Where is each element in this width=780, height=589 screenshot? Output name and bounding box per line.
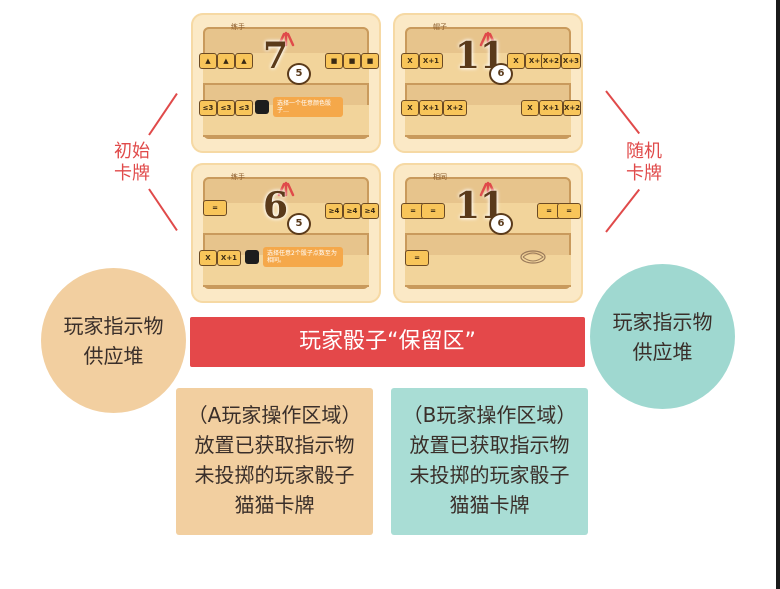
paw-icon <box>277 181 295 197</box>
card-chip: ≥4 <box>361 203 379 219</box>
wire-icon <box>520 250 546 264</box>
dice-icon <box>245 250 259 264</box>
card-score: 7 <box>263 35 289 77</box>
card-chip: X+3 <box>561 53 581 69</box>
card-chip: ■ <box>343 53 361 69</box>
player-a-area: （A玩家操作区域） 放置已获取指示物 未投掷的玩家骰子 猫猫卡牌 <box>176 388 373 535</box>
card-points-badge: 6 <box>489 63 513 85</box>
card-description: 选择任意2个骰子点数至为相同。 <box>263 247 343 267</box>
paw-icon <box>479 31 497 47</box>
card-chip: ≤3 <box>199 100 217 116</box>
connector-line <box>148 92 178 136</box>
card-chip: X <box>199 250 217 266</box>
card-chip: X <box>401 53 419 69</box>
card-top-right: 帽子 11 6 X X+1 X X+1 X+2 X+3 X X+1 X+2 X … <box>393 13 583 153</box>
card-chip: X+1 <box>419 53 443 69</box>
card-title: 练手 <box>231 23 245 31</box>
card-chip: ■ <box>361 53 379 69</box>
card-points-badge: 5 <box>287 63 311 85</box>
card-title: 练手 <box>231 173 245 181</box>
card-chip: ≤3 <box>235 100 253 116</box>
dice-icon <box>255 100 269 114</box>
card-chip: ▲ <box>235 53 253 69</box>
card-title: 相同 <box>433 173 447 181</box>
card-title: 帽子 <box>433 23 447 31</box>
card-chip: = <box>405 250 429 266</box>
card-chip: = <box>203 200 227 216</box>
card-chip: = <box>421 203 445 219</box>
card-chip: ≤3 <box>217 100 235 116</box>
initial-cards-label: 初始 卡牌 <box>114 141 150 184</box>
card-chip: X <box>521 100 539 116</box>
card-chip: ▲ <box>199 53 217 69</box>
token-supply-right: 玩家指示物 供应堆 <box>590 264 735 409</box>
card-chip: X+1 <box>539 100 563 116</box>
card-points-badge: 5 <box>287 213 311 235</box>
card-chip: X <box>401 100 419 116</box>
card-bottom-left: 练手 6 5 = ≥4 ≥4 ≥4 X X+1 选择任意2个骰子点数至为相同。 <box>191 163 381 303</box>
connector-line <box>148 188 178 232</box>
right-border <box>776 0 780 589</box>
dice-reserve-zone: 玩家骰子“保留区” <box>190 317 585 367</box>
card-points-badge: 6 <box>489 213 513 235</box>
card-chip: X+2 <box>563 100 581 116</box>
player-b-area: （B玩家操作区域） 放置已获取指示物 未投掷的玩家骰子 猫猫卡牌 <box>391 388 588 535</box>
card-score: 6 <box>263 185 289 227</box>
card-bottom-right: 相同 11 6 = = = = = <box>393 163 583 303</box>
card-chip: X+1 <box>217 250 241 266</box>
card-chip: X <box>507 53 525 69</box>
token-supply-left: 玩家指示物 供应堆 <box>41 268 186 413</box>
connector-line <box>605 188 641 233</box>
card-chip: ■ <box>325 53 343 69</box>
card-chip: X+2 <box>443 100 467 116</box>
card-chip: ≥4 <box>343 203 361 219</box>
paw-icon <box>479 181 497 197</box>
connector-line <box>605 90 641 135</box>
card-top-left: 练手 7 5 ▲ ▲ ▲ ■ ■ ■ ≤3 ≤3 ≤3 选择一个任意颜色骰子… <box>191 13 381 153</box>
card-chip: ▲ <box>217 53 235 69</box>
random-cards-label: 随机 卡牌 <box>626 141 662 184</box>
card-chip: X+1 <box>419 100 443 116</box>
card-chip: X+2 <box>541 53 561 69</box>
card-chip: = <box>557 203 581 219</box>
card-description: 选择一个任意颜色骰子… <box>273 97 343 117</box>
card-chip: ≥4 <box>325 203 343 219</box>
paw-icon <box>277 31 295 47</box>
card-chip: = <box>401 203 425 219</box>
